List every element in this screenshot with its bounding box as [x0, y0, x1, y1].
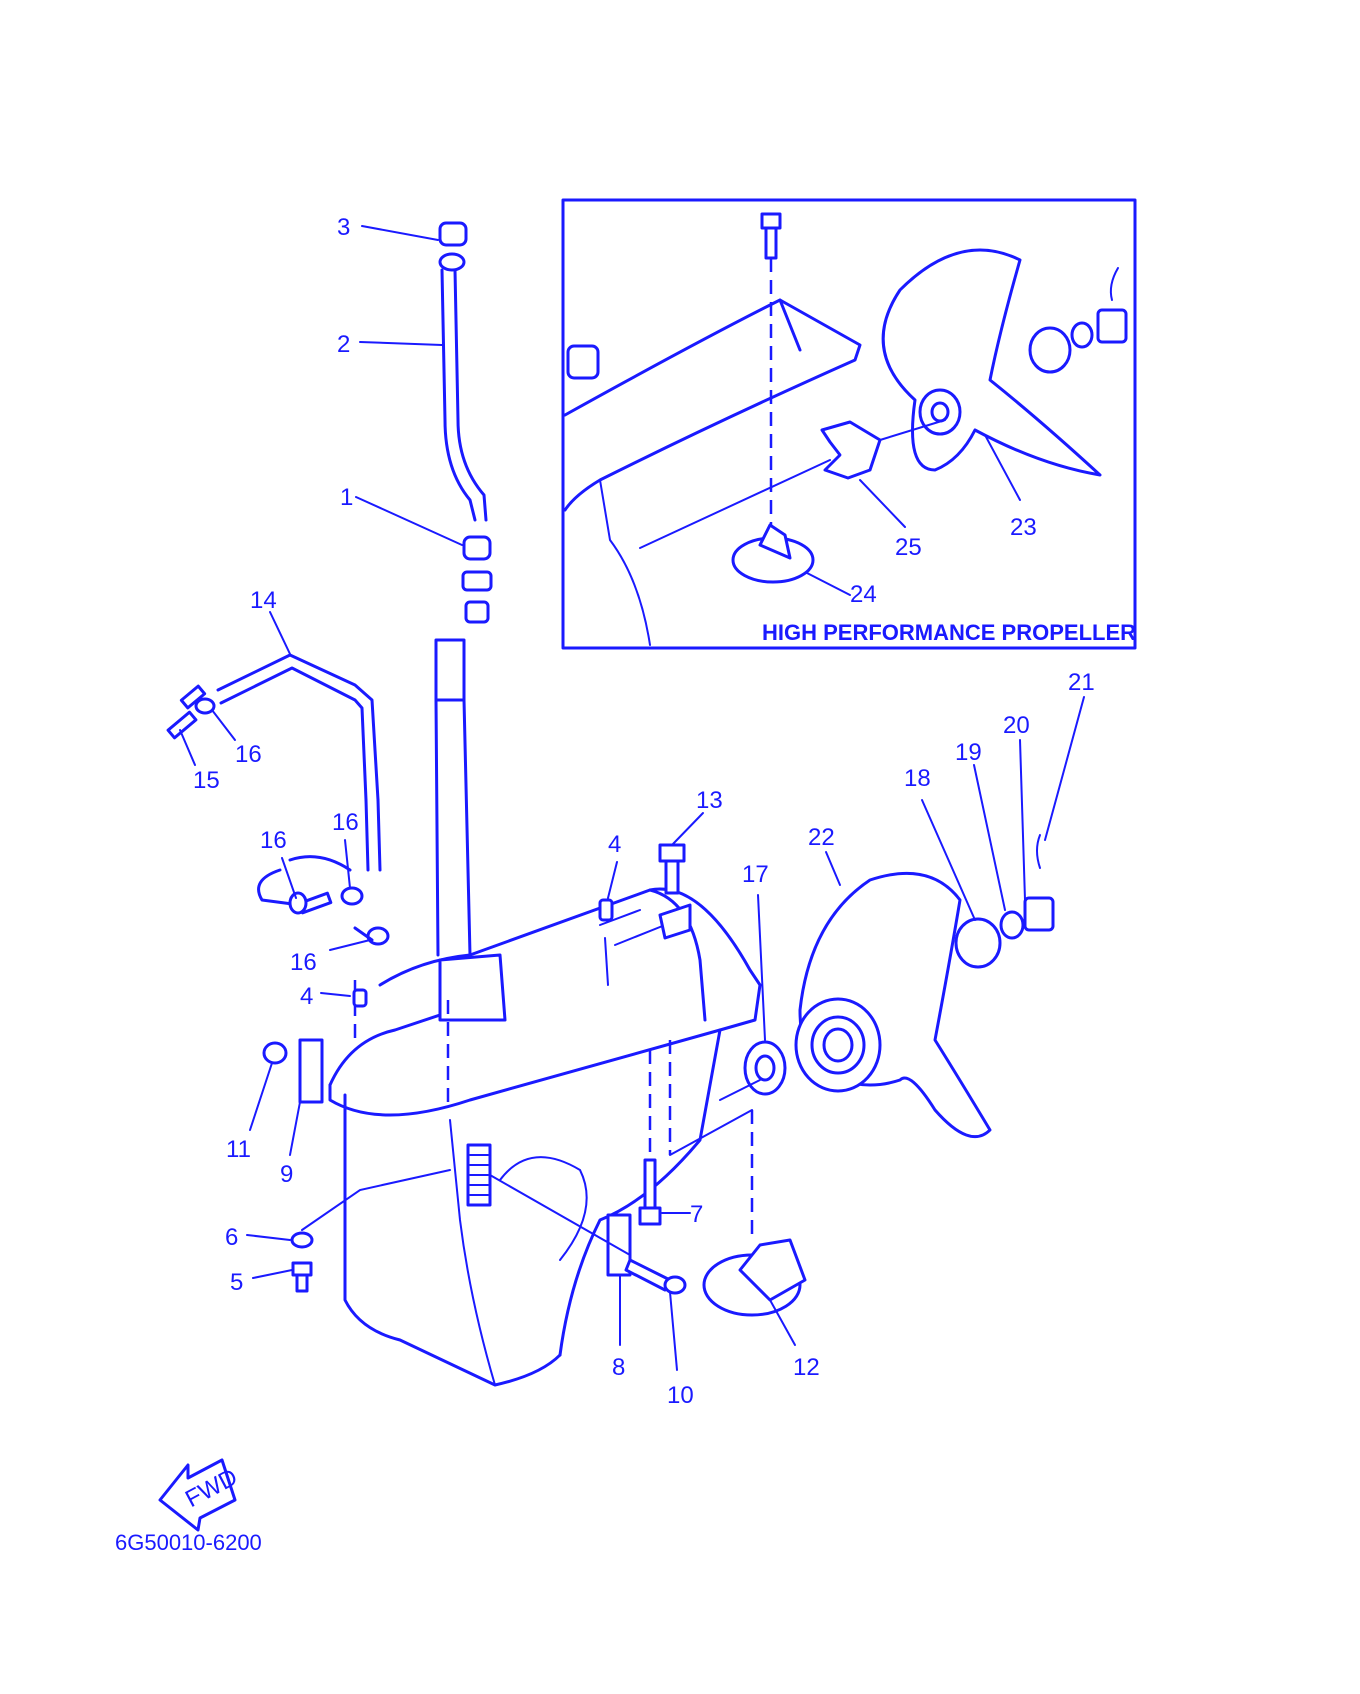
callout-16-b: 16 [260, 827, 287, 854]
callout-25: 25 [895, 534, 922, 561]
callout-1: 1 [340, 484, 353, 511]
callout-16-d: 16 [290, 949, 317, 976]
callout-9: 9 [280, 1161, 293, 1188]
lower-unit-assembly [158, 221, 1055, 1532]
callout-16-a: 16 [235, 741, 262, 768]
callout-10: 10 [667, 1382, 694, 1409]
callout-17: 17 [742, 861, 769, 888]
callout-2: 2 [337, 331, 350, 358]
callout-11: 11 [226, 1136, 251, 1163]
callout-4-upper: 4 [608, 831, 621, 858]
callout-18: 18 [904, 765, 931, 792]
callout-16-c: 16 [332, 809, 359, 836]
callout-15: 15 [193, 767, 220, 794]
leader-lines [179, 225, 1085, 1371]
callout-23: 23 [1010, 514, 1037, 541]
callout-14: 14 [250, 587, 277, 614]
diagram-code: 6G50010-6200 [115, 1530, 262, 1555]
callout-5: 5 [230, 1269, 243, 1296]
callout-12: 12 [793, 1354, 820, 1381]
callout-labels: 3 2 1 14 16 15 16 16 16 4 4 13 17 22 18 … [115, 214, 1136, 1555]
callout-22: 22 [808, 824, 835, 851]
inset-panel [561, 198, 1137, 650]
callout-20: 20 [1003, 712, 1030, 739]
inset-title: HIGH PERFORMANCE PROPELLER [762, 620, 1136, 645]
callout-4-lower: 4 [300, 983, 313, 1010]
callout-7: 7 [690, 1201, 703, 1228]
callout-21: 21 [1068, 669, 1095, 696]
callout-8: 8 [612, 1354, 625, 1381]
callout-19: 19 [955, 739, 982, 766]
callout-6: 6 [225, 1224, 238, 1251]
callout-13: 13 [696, 787, 723, 814]
callout-24: 24 [850, 581, 877, 608]
callout-3: 3 [337, 214, 350, 241]
